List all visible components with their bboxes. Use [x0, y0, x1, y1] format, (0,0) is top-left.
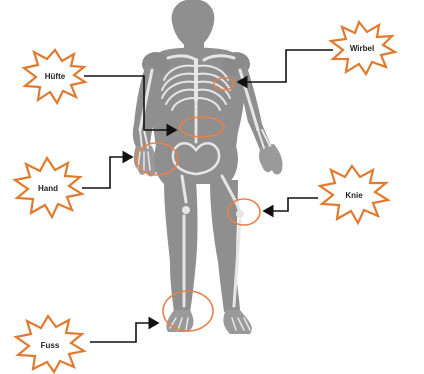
- elbow-arrow-icon: [238, 50, 333, 82]
- callout-huefte: Hüfte: [24, 50, 85, 103]
- callout-knie: Knie: [320, 166, 388, 223]
- head: [172, 0, 215, 54]
- elbow-arrow-icon: [264, 198, 318, 211]
- label-fuss: Fuss: [41, 341, 60, 350]
- right-hand: [259, 144, 283, 175]
- label-huefte: Hüfte: [45, 72, 66, 81]
- label-wirbel: Wirbel: [350, 44, 374, 53]
- human-skeleton-figure: [133, 0, 283, 334]
- callout-fuss: Fuss: [16, 316, 84, 372]
- label-hand: Hand: [38, 184, 58, 193]
- label-knie: Knie: [345, 191, 363, 200]
- callout-wirbel: Wirbel: [331, 22, 395, 74]
- left-foot: [166, 310, 193, 332]
- elbow-arrow-icon: [82, 157, 132, 188]
- callout-hand: Hand: [15, 158, 82, 217]
- elbow-arrow-icon: [90, 323, 158, 342]
- right-foot: [223, 310, 251, 334]
